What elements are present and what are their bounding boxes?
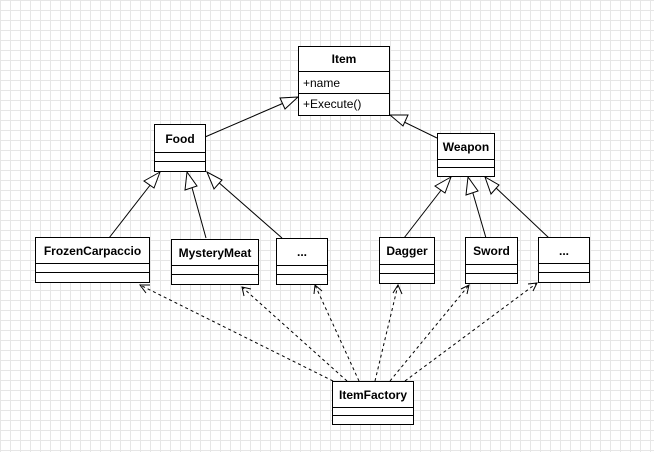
generalization-food-to-item <box>204 96 300 138</box>
class-weapon-ellipsis-name: ... <box>539 238 589 264</box>
generalization-weapon-to-item <box>388 114 438 139</box>
generalization-frozencarpaccio-to-food <box>108 170 161 239</box>
generalization-mysterymeat-to-food <box>184 170 207 239</box>
class-sword-name: Sword <box>466 238 517 265</box>
class-item-operation: +Execute() <box>303 97 362 111</box>
class-itemfactory-name: ItemFactory <box>333 382 413 408</box>
class-item-attributes: +name <box>299 72 389 94</box>
dependency-to-foodmore <box>313 284 360 382</box>
class-weapon-name: Weapon <box>438 134 494 160</box>
dependency-to-dagger <box>374 283 403 382</box>
class-food-ellipsis-operations <box>277 275 327 284</box>
class-food-operations <box>155 162 205 171</box>
class-food-ellipsis-attributes <box>277 266 327 275</box>
class-sword-attributes <box>466 265 517 274</box>
class-mysterymeat-attributes <box>172 266 258 275</box>
class-frozencarpaccio[interactable]: FrozenCarpaccio <box>35 237 150 283</box>
class-itemfactory-operations <box>333 416 413 424</box>
dependency-to-weaponmore <box>404 282 538 382</box>
class-sword-operations <box>466 274 517 283</box>
class-weapon-ellipsis[interactable]: ... <box>538 237 590 283</box>
class-dagger-attributes <box>380 265 434 274</box>
class-food-attributes <box>155 153 205 162</box>
class-dagger[interactable]: Dagger <box>379 237 435 284</box>
class-item-name: Item <box>299 47 389 72</box>
class-item-attribute: +name <box>303 76 341 90</box>
class-weapon[interactable]: Weapon <box>437 133 495 177</box>
dependency-to-frozencarpaccio <box>139 284 334 382</box>
dependency-to-sword <box>389 284 470 382</box>
class-itemfactory[interactable]: ItemFactory <box>332 381 414 425</box>
class-food[interactable]: Food <box>154 124 206 172</box>
class-dagger-name: Dagger <box>380 238 434 265</box>
class-item[interactable]: Item +name +Execute() <box>298 46 390 116</box>
class-food-name: Food <box>155 125 205 153</box>
class-weapon-attributes <box>438 160 494 168</box>
class-food-ellipsis[interactable]: ... <box>276 238 328 285</box>
generalization-sword-to-weapon <box>465 175 487 239</box>
class-item-operations: +Execute() <box>299 94 389 115</box>
class-food-ellipsis-name: ... <box>277 239 327 266</box>
class-frozencarpaccio-name: FrozenCarpaccio <box>36 238 149 264</box>
class-mysterymeat[interactable]: MysteryMeat <box>171 239 259 285</box>
class-dagger-operations <box>380 274 434 283</box>
class-weapon-ellipsis-attributes <box>539 264 589 273</box>
class-frozencarpaccio-attributes <box>36 264 149 273</box>
class-weapon-operations <box>438 168 494 176</box>
class-frozencarpaccio-operations <box>36 273 149 282</box>
generalization-dagger-to-weapon <box>403 175 452 239</box>
class-mysterymeat-name: MysteryMeat <box>172 240 258 266</box>
class-mysterymeat-operations <box>172 275 258 284</box>
dependency-to-mysterymeat <box>241 286 348 382</box>
class-itemfactory-attributes <box>333 408 413 416</box>
class-sword[interactable]: Sword <box>465 237 518 284</box>
generalization-weaponmore-to-weapon <box>484 175 550 239</box>
generalization-foodmore-to-food <box>206 170 283 239</box>
class-weapon-ellipsis-operations <box>539 273 589 282</box>
